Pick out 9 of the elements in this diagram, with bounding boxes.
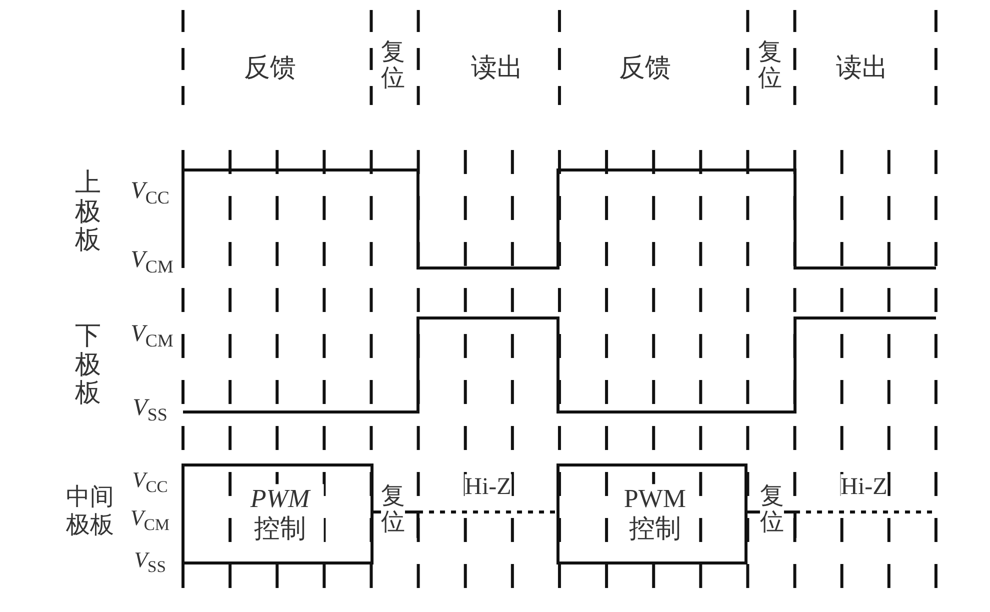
voltage-level-label: V$_{SS}$ bbox=[132, 394, 168, 426]
voltage-level-label: V$_{CC}$ bbox=[132, 466, 168, 498]
voltage-level-label: V$_{CM}$ bbox=[130, 504, 170, 536]
voltage-level-label: V$_{SS}$ bbox=[134, 546, 166, 578]
phase-label: 反馈 bbox=[244, 53, 296, 83]
voltage-level-label: V$_{CC}$ bbox=[130, 178, 170, 208]
voltage-level-label: V$_{CM}$ bbox=[130, 320, 174, 352]
voltage-level-label: V$_{CM}$ bbox=[130, 246, 174, 278]
phase-label: 反馈 bbox=[619, 53, 671, 83]
